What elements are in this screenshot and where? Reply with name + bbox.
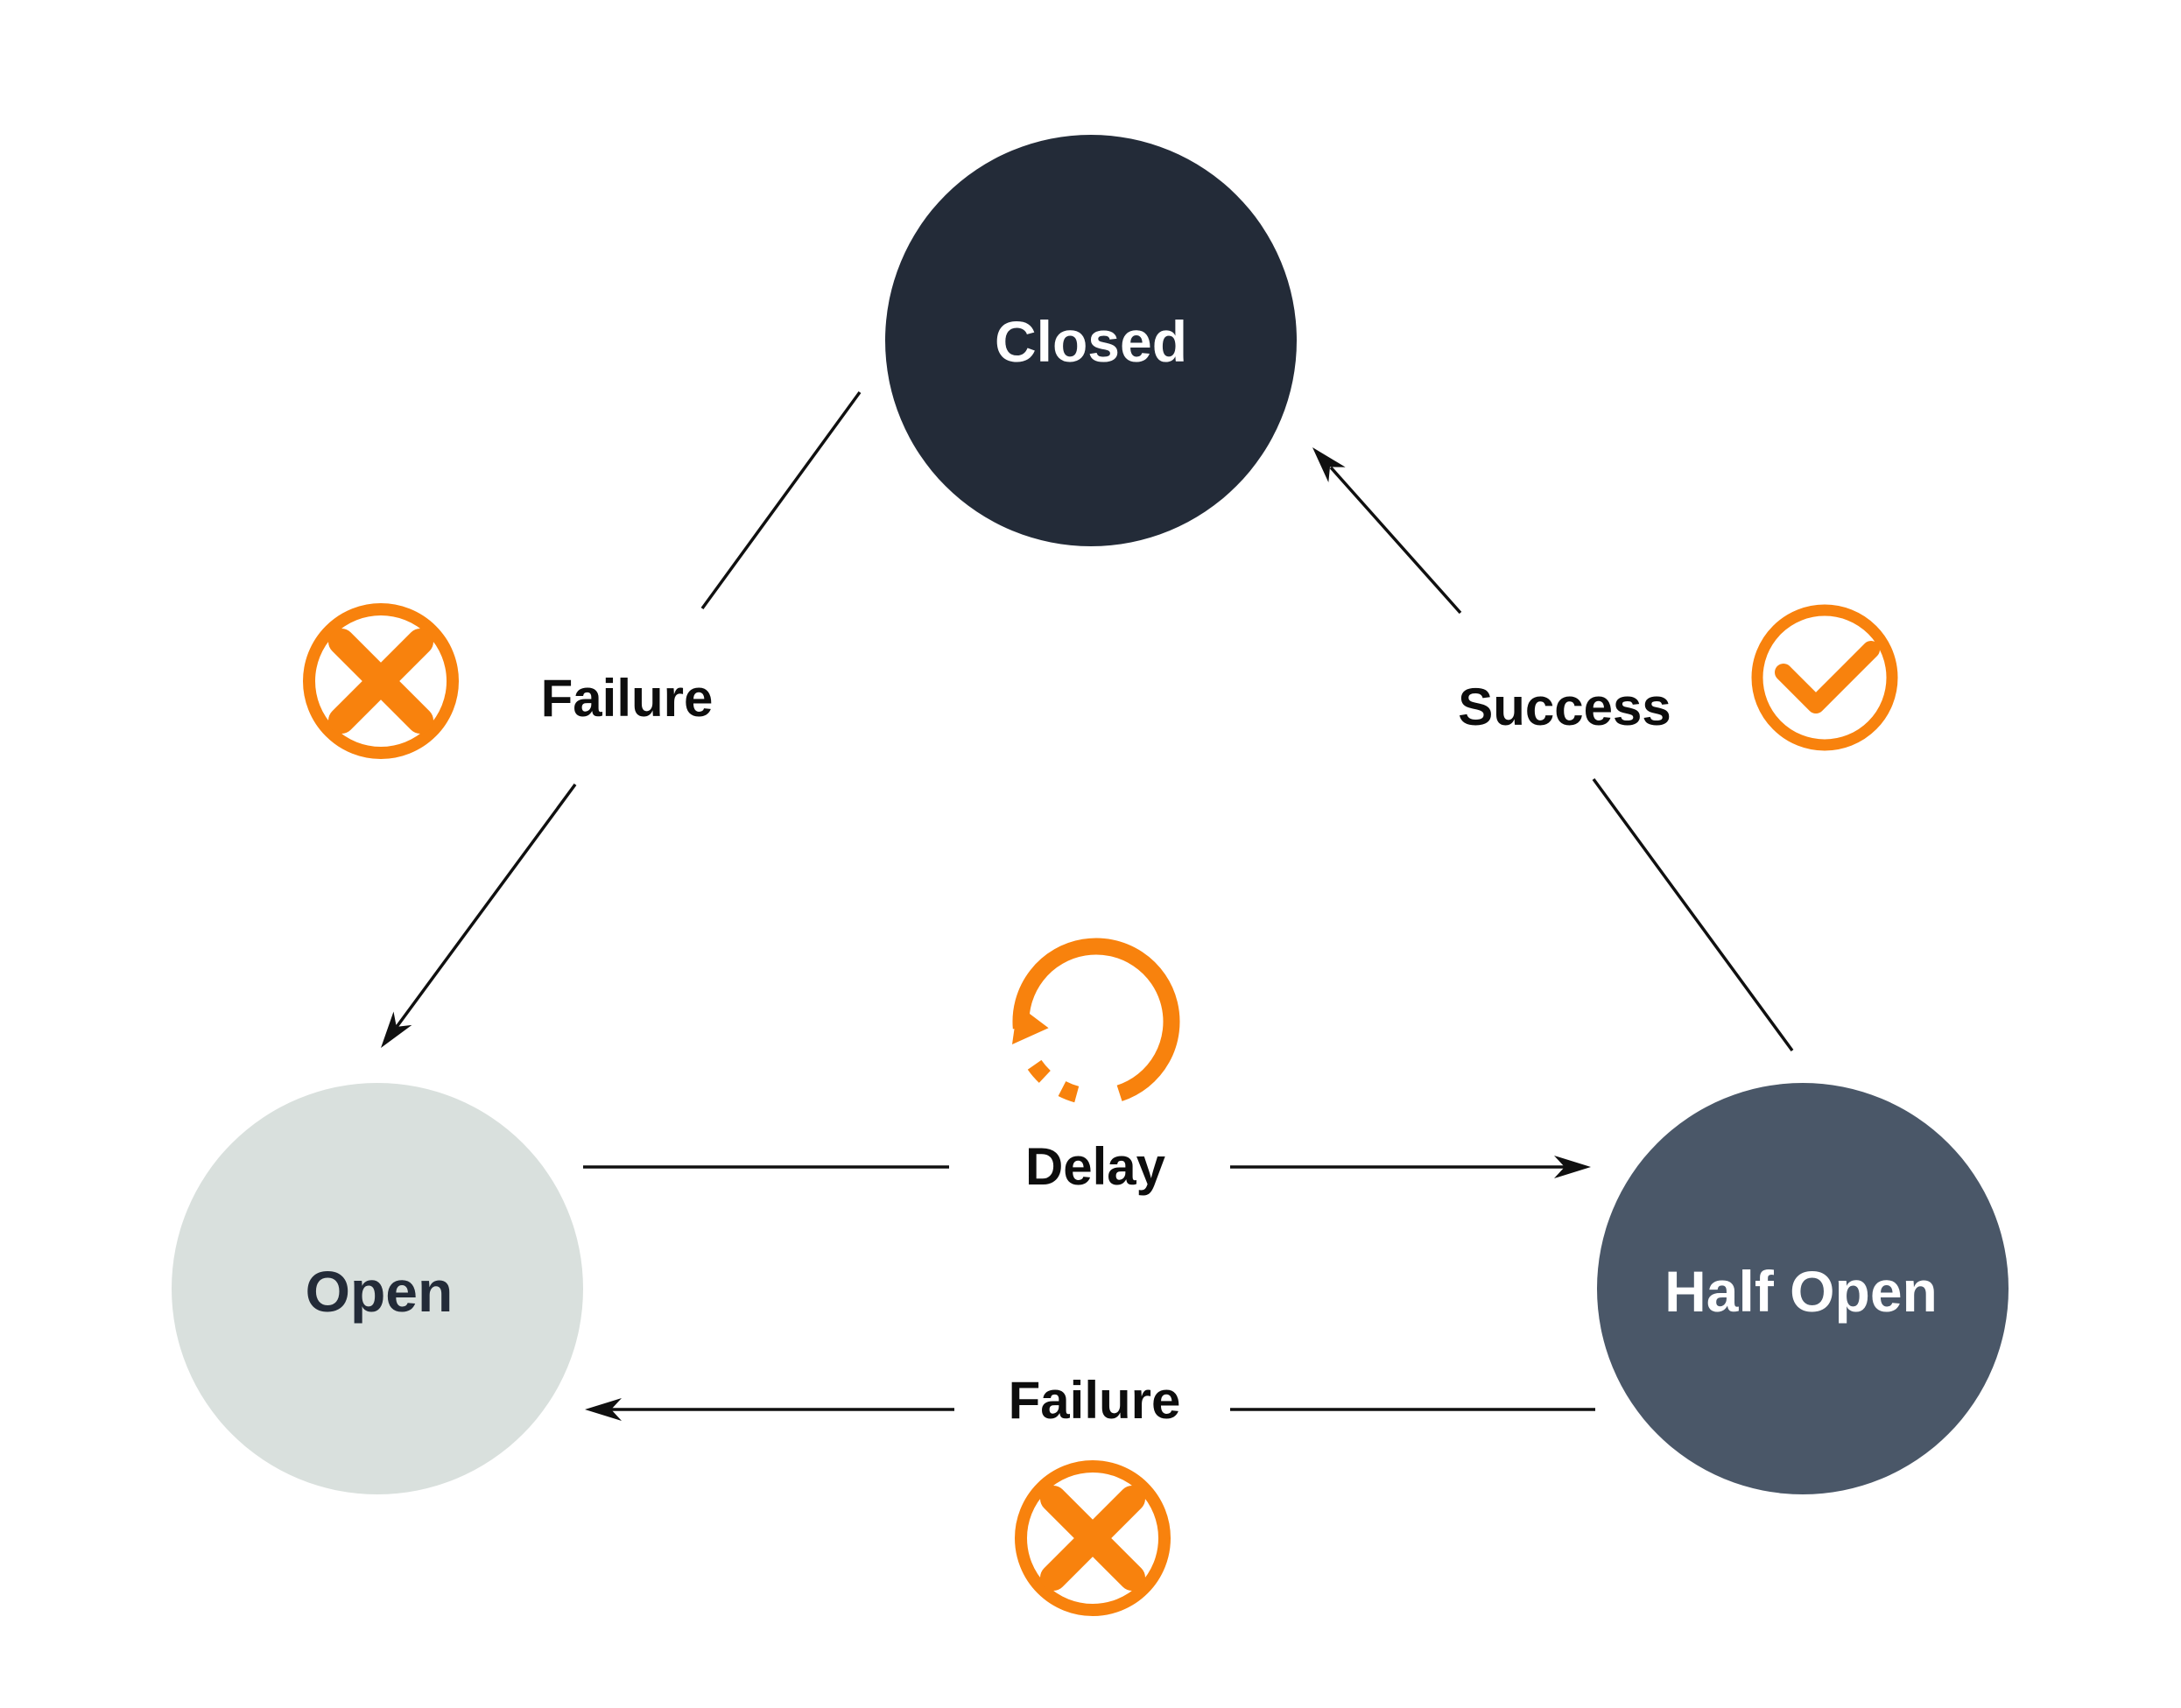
state-label-open: Open <box>306 1259 454 1324</box>
state-node-closed <box>885 135 1297 546</box>
retry-loop-icon <box>1012 938 1180 1103</box>
retry-loop-dash-1 <box>1058 1081 1080 1103</box>
transition-label-success: Success <box>1458 678 1671 736</box>
retry-loop-arrowhead <box>1012 1004 1049 1044</box>
x-glyph <box>328 629 433 734</box>
check-circle-icon <box>1751 604 1898 751</box>
retry-loop-dash-2 <box>1027 1059 1051 1083</box>
arrowhead-half-open-to-closed <box>1312 447 1346 482</box>
arrowhead-closed-to-open <box>381 1011 412 1048</box>
state-label-closed: Closed <box>995 309 1187 374</box>
transition-line-closed-to-open-upper <box>700 390 862 610</box>
transition-label-delay: Delay <box>1025 1137 1166 1196</box>
state-label-half-open: Half Open <box>1664 1259 1938 1324</box>
check-circle-ring <box>1751 604 1898 751</box>
transition-line-closed-to-open-lower <box>395 783 577 1029</box>
transition-line-half-open-to-closed-lower <box>1592 777 1794 1052</box>
x-circle-icon <box>1015 1460 1171 1616</box>
transition-label-failure-bottom: Failure <box>1009 1371 1181 1430</box>
state-node-half-open <box>1597 1083 2009 1494</box>
retry-loop-solid-arc <box>1012 938 1180 1101</box>
x-glyph <box>1040 1486 1145 1591</box>
x-circle-ring <box>1015 1460 1171 1616</box>
transition-label-failure-left: Failure <box>541 669 714 727</box>
check-glyph <box>1775 641 1880 713</box>
state-node-open <box>172 1083 583 1494</box>
x-circle-ring <box>303 603 459 759</box>
transition-line-half-open-to-closed-upper <box>1329 466 1462 615</box>
arrowhead-open-to-half-open <box>1554 1156 1591 1178</box>
x-circle-icon <box>303 603 459 759</box>
arrowhead-half-open-to-open <box>585 1398 622 1421</box>
